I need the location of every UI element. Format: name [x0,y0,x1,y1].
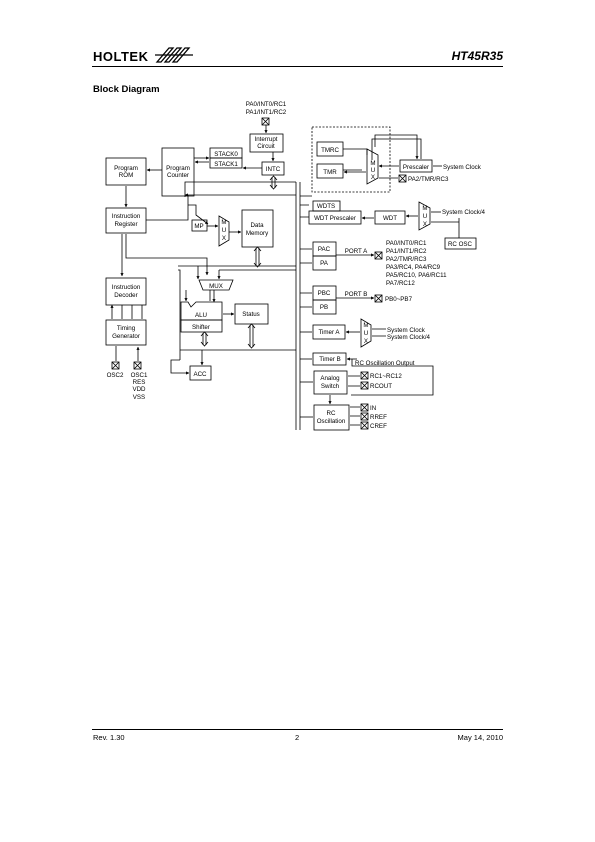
port-b-label: PORT B [345,291,368,298]
rc1-rc12-label: RC1~RC12 [370,373,402,380]
int-pin-label-2: PA1/INT1/RC2 [246,109,287,116]
mp-label: MP [194,223,203,230]
port-a-pin-6: PA7/RC12 [386,280,415,287]
timer-a-label: Timer A [318,329,340,336]
rref-label: RREF [370,414,387,421]
pb-label: PB [320,304,328,311]
interrupt-circuit-label-2: Circuit [257,143,275,150]
wdt-mux-m-label: M [422,205,427,212]
timer-a-clock-2-label: System Clock/4 [387,334,431,341]
rcout-label: RCOUT [370,383,392,390]
timer-b-label: Timer B [319,356,340,363]
stack0-label: STACK0 [214,151,238,158]
port-b-pins-label: PB0~PB7 [385,296,413,303]
holtek-logo: HOLTEK [93,46,195,64]
status-label: Status [242,311,260,318]
port-a-label: PORT A [345,248,368,255]
data-memory-label-2: Memory [246,230,269,237]
timing-generator-label-2: Generator [112,333,140,340]
data-memory-label-1: Data [250,222,264,229]
instruction-register-label-2: Register [114,221,137,228]
pa2-tmr-label: PA2/TMR/RC3 [408,176,449,183]
port-a-pin-2: PA1/INT1/RC2 [386,248,427,255]
intc-label: INTC [266,166,281,173]
header-rule [92,66,503,67]
footer-date: May 14, 2010 [457,733,503,742]
timer-a-mux-x-label: X [364,338,368,345]
timer-a-mux-u-label: U [364,330,368,337]
timer-mux-u-label: U [371,167,375,174]
shifter-label: Shifter [192,324,210,331]
pa-label: PA [320,260,329,267]
res-label: RES [133,379,146,386]
pac-label: PAC [318,246,331,253]
footer-page-number: 2 [295,733,300,742]
prescaler-label: Prescaler [403,164,429,171]
timing-generator-label-1: Timing [117,325,136,332]
analog-switch-label-2: Switch [321,383,340,390]
rc-oscillation-label-2: Oscillation [317,418,346,425]
osc2-label: OSC2 [107,372,124,379]
mux-u-label: U [222,227,226,234]
timer-mux-x-label: X [371,174,375,181]
vss-label: VSS [133,394,145,401]
program-rom-label-1: Program [114,165,138,172]
port-a-pin-4: PA3/RC4, PA4/RC9 [386,264,441,271]
cref-label: CREF [370,423,387,430]
acc-label: ACC [193,371,207,378]
system-clock-label: System Clock [443,164,482,171]
holtek-logo-mark [154,47,193,63]
rc-oscillation-label-1: RC [327,410,336,417]
mux-x-label: X [222,235,226,242]
program-rom-label-2: ROM [119,172,133,179]
instruction-decoder-label-1: Instruction [112,284,141,291]
program-counter-label-1: Program [166,165,190,172]
stack1-label: STACK1 [214,161,238,168]
timer-mux-m-label: M [370,160,375,167]
port-a-pin-1: PA0/INT0/RC1 [386,240,427,247]
tmrc-label: TMRC [321,147,339,154]
footer-rule [92,729,503,730]
wdts-label: WDTS [317,203,335,210]
timer-a-clock-1-label: System Clock [387,327,426,334]
system-clock-4-label: System Clock/4 [442,209,486,216]
rc-osc-output-label: RC Oscillation Output [355,360,415,367]
section-title: Block Diagram [93,84,160,95]
brand-name: HOLTEK [93,49,149,64]
timer-a-mux-m-label: M [363,322,368,329]
instruction-decoder-label-2: Decoder [114,292,137,299]
vdd-label: VDD [132,386,146,393]
tmr-label: TMR [323,169,337,176]
wdt-prescaler-label: WDT Prescaler [314,215,356,222]
instruction-register-label-1: Instruction [112,213,141,220]
mux-label: MUX [209,283,223,290]
part-number: HT45R35 [451,49,503,63]
mux-m-label: M [221,219,226,226]
alu-label: ALU [195,312,207,319]
osc1-label: OSC1 [131,372,148,379]
program-counter-label-2: Counter [167,172,189,179]
wdt-mux-x-label: X [423,221,427,228]
wdt-label: WDT [383,215,397,222]
interrupt-circuit-label-1: Interrupt [254,136,277,143]
footer-revision: Rev. 1.30 [93,733,125,742]
wdt-mux-u-label: U [423,213,427,220]
port-a-pin-3: PA2/TMR/RC3 [386,256,427,263]
pbc-label: PBC [318,290,331,297]
port-a-pin-5: PA5/RC10, PA6/RC11 [386,272,447,279]
analog-switch-label-1: Analog [320,375,340,382]
int-pin-label-1: PA0/INT0/RC1 [246,101,287,108]
in-label: IN [370,405,376,412]
rc-osc-label: RC OSC [448,241,473,248]
